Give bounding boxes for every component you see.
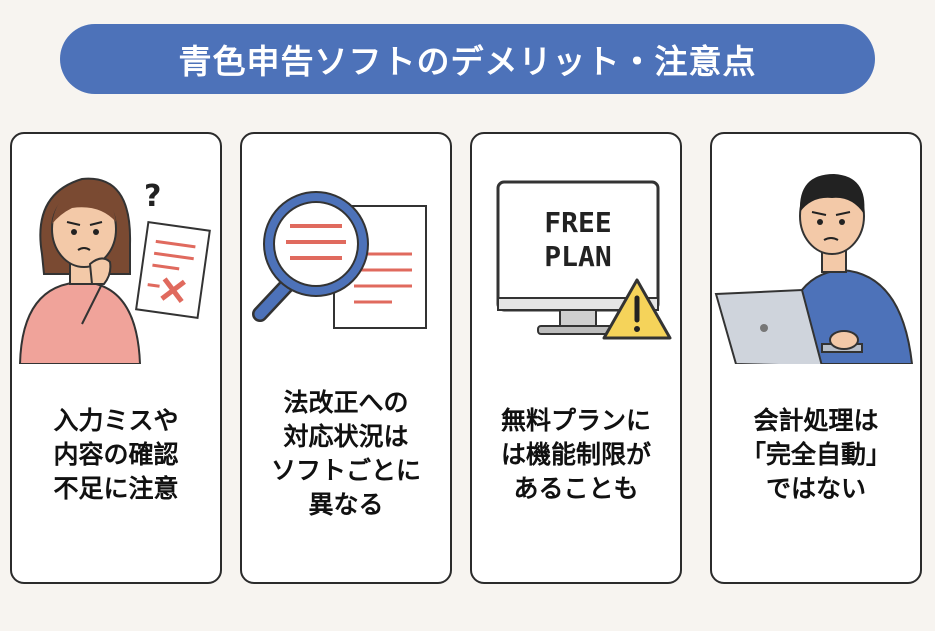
- monitor-plan-text: PLAN: [544, 240, 611, 273]
- title-banner: 青色申告ソフトのデメリット・注意点: [60, 24, 875, 94]
- card-caption: 入力ミスや 内容の確認 不足に注意: [53, 406, 179, 503]
- card-not-automatic: 会計処理は 「完全自動」 ではない: [710, 132, 922, 584]
- monitor-free-text: FREE: [544, 206, 611, 239]
- page-title: 青色申告ソフトのデメリット・注意点: [178, 42, 757, 81]
- man-laptop-icon: [714, 174, 914, 364]
- warning-icon: [602, 278, 672, 340]
- card-caption: 法改正への 対応状況は ソフトごとに 異なる: [270, 388, 421, 519]
- svg-text:?: ?: [144, 179, 161, 214]
- magnifier-document-icon: [252, 191, 427, 329]
- card-free-plan: FREE PLAN 無料プランに は機能制限が あることも: [470, 132, 682, 584]
- card-caption: 会計処理は 「完全自動」 ではない: [740, 406, 891, 503]
- card-caption: 無料プランに は機能制限が あることも: [500, 406, 651, 503]
- confused-woman-icon: ?: [18, 177, 211, 364]
- free-plan-monitor-icon: FREE PLAN: [496, 180, 672, 340]
- card-law-changes: 法改正への 対応状況は ソフトごとに 異なる: [240, 132, 452, 584]
- card-input-errors: ? 入力ミスや 内容の確認 不足に注意: [10, 132, 222, 584]
